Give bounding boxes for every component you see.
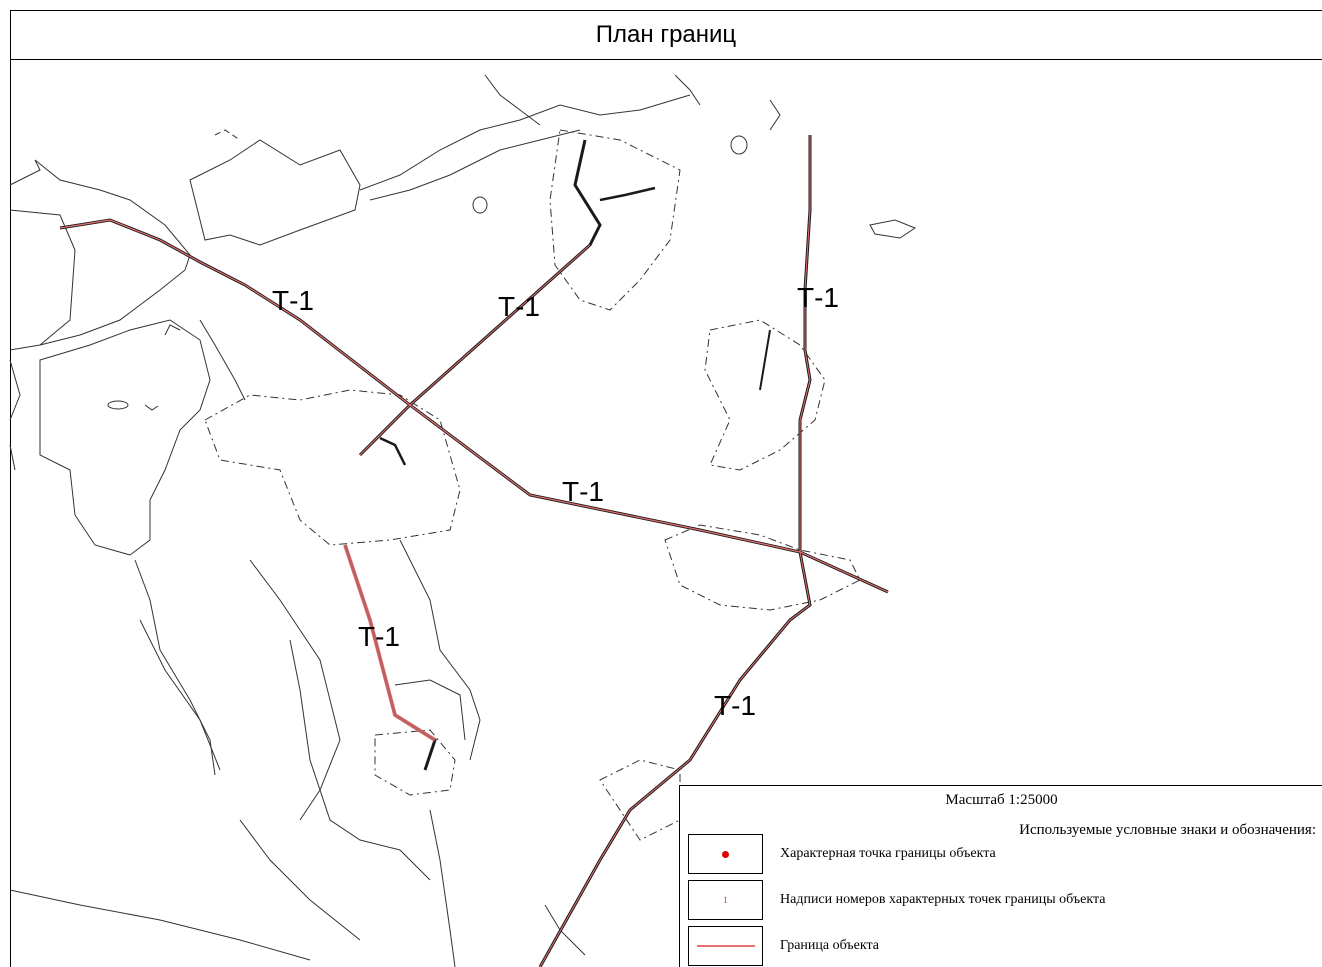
route-label: Т-1: [272, 285, 314, 316]
road-spur: [599, 186, 656, 202]
legend-symbol: [688, 834, 763, 874]
object-boundary: [59, 135, 889, 967]
legend-row-point: Характерная точка границы объекта: [688, 834, 1308, 874]
boundary-line: [359, 244, 591, 456]
parcel-contour: [9, 159, 191, 351]
map-frame: [10, 10, 1322, 967]
land-contours: [9, 74, 917, 967]
route-label: Т-1: [797, 282, 839, 313]
settlement-boundary: [549, 129, 681, 311]
pond-contour: [730, 135, 748, 155]
red-dot-icon: [722, 850, 729, 858]
legend-subtitle: Используемые условные знаки и обозначени…: [1019, 822, 1316, 838]
legend-label: Характерная точка границы объекта: [780, 846, 996, 861]
parcel-contour: [189, 139, 361, 246]
legend-label: Надписи номеров характерных точек границ…: [780, 892, 1106, 907]
river-contour: [134, 559, 216, 776]
shore-contour: [484, 74, 541, 126]
parcel-contour: [429, 809, 456, 967]
legend-label: Граница объекта: [780, 938, 879, 953]
pond-contour: [472, 196, 488, 214]
settlement-boundary: [664, 524, 861, 611]
shore-contour: [674, 74, 701, 106]
pond-contour: [869, 219, 917, 239]
stream-contour: [164, 324, 181, 336]
settlement-boundary: [704, 319, 826, 471]
parcel-contour: [9, 889, 311, 961]
parcel-contour: [9, 209, 76, 346]
parcel-contour: [9, 359, 21, 421]
pond-contour: [107, 400, 129, 410]
road-t1-south: [343, 544, 437, 771]
legend-symbol: 1: [688, 880, 763, 920]
title-bar: План границ: [10, 10, 1322, 60]
route-labels: Т-1 Т-1 Т-1 Т-1 Т-1 Т-1: [272, 282, 839, 721]
parcel-contour: [249, 559, 341, 821]
shore-contour: [769, 99, 781, 131]
point-number-icon: 1: [723, 895, 728, 905]
parcel-contour: [399, 539, 481, 761]
parcel-contour: [394, 679, 466, 741]
legend-row-boundary: Граница объекта: [688, 926, 1308, 966]
shore-contour: [369, 129, 581, 201]
parcel-contour: [39, 319, 211, 556]
settlement-boundary: [374, 729, 456, 796]
settlement-boundary: [204, 389, 461, 546]
road-spur: [379, 436, 407, 466]
stream-contour: [199, 319, 246, 401]
map-legend: Масштаб 1:25000 Используемые условные зн…: [679, 785, 1322, 967]
route-label: Т-1: [714, 690, 756, 721]
boundary-line: [343, 544, 437, 742]
route-label: Т-1: [358, 621, 400, 652]
legend-row-number: 1 Надписи номеров характерных точек гран…: [688, 880, 1308, 920]
stream-contour: [144, 404, 159, 411]
legend-symbol: [688, 926, 763, 966]
river-contour: [139, 619, 221, 771]
boundary-line: [59, 219, 889, 593]
road-t1-north: [358, 139, 602, 457]
shore-contour: [359, 94, 691, 191]
boundary-line: [539, 135, 811, 967]
parcel-contour: [239, 819, 361, 941]
road-spur: [759, 329, 771, 391]
scale-label: Масштаб 1:25000: [945, 792, 1058, 808]
parcel-contour: [214, 129, 241, 141]
page-title: План границ: [595, 20, 737, 48]
parcel-contour: [289, 639, 431, 881]
route-label: Т-1: [562, 476, 604, 507]
route-label: Т-1: [498, 291, 540, 322]
red-line-icon: [696, 945, 755, 947]
parcel-contour: [9, 444, 16, 471]
